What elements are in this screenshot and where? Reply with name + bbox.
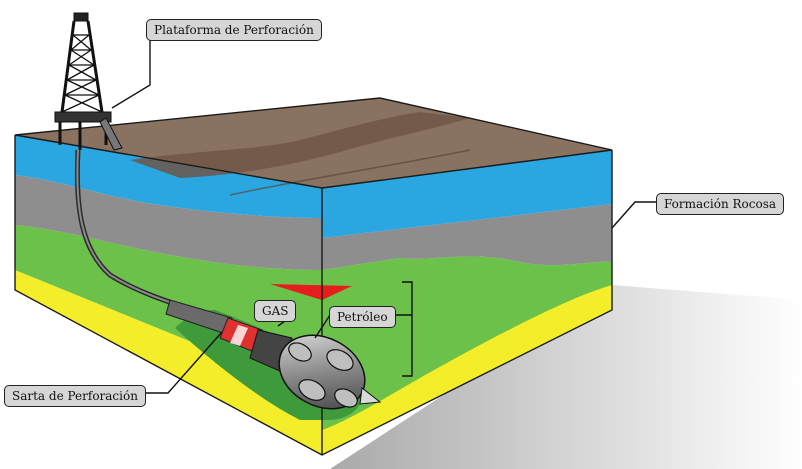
drill-bit-tip <box>359 387 382 405</box>
right-face-gray <box>322 204 612 270</box>
rig-crown <box>73 12 89 22</box>
drill-bit-cutters <box>288 342 358 408</box>
gas-pocket <box>270 284 352 300</box>
callout-drill-string: Sarta de Perforación <box>4 385 146 407</box>
right-face-water <box>322 150 612 238</box>
callout-oil: Petróleo <box>329 306 396 328</box>
left-face-yellow <box>15 270 322 455</box>
callout-rig: Plataforma de Perforación <box>146 19 322 41</box>
top-face-valley <box>130 112 470 178</box>
drill-assembly <box>165 299 382 410</box>
left-face-gray <box>15 175 322 270</box>
rig-ramp <box>99 117 123 151</box>
drilling-rig <box>54 12 123 151</box>
callout-rock-formation: Formación Rocosa <box>656 193 785 215</box>
left-face-water <box>15 135 322 218</box>
drill-collar-white <box>230 325 248 346</box>
block-edges <box>14 97 613 456</box>
top-face-ridge <box>229 149 471 196</box>
rig-floor <box>54 111 112 123</box>
block-shadow <box>330 285 802 469</box>
callout-gas: GAS <box>254 300 297 322</box>
rig-left-leg <box>60 20 76 113</box>
rig-right-leg <box>86 20 104 113</box>
right-face-green <box>322 256 612 430</box>
left-face <box>15 135 322 455</box>
right-face <box>322 150 612 455</box>
